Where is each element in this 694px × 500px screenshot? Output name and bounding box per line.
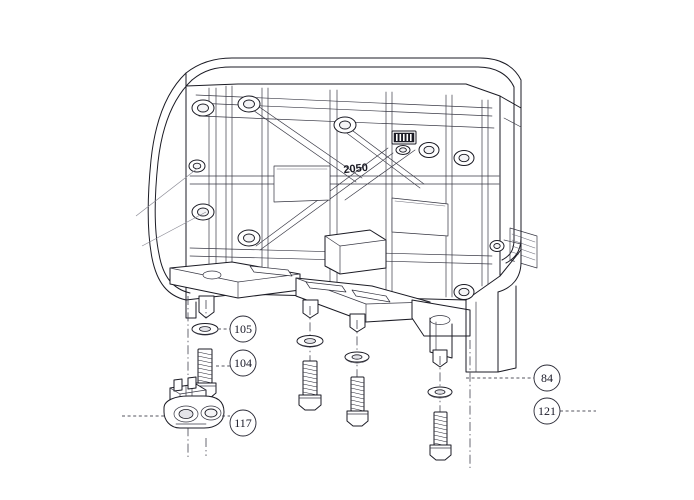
callout-104[interactable]: 104 xyxy=(229,349,257,377)
callout-105-label: 105 xyxy=(234,322,252,336)
molded-part-number: 2050 xyxy=(343,162,369,176)
callout-117[interactable]: 117 xyxy=(229,409,257,437)
washer-center-a xyxy=(296,335,324,348)
washer-right xyxy=(427,386,453,399)
feature-leader-left-b xyxy=(141,211,207,247)
callout-leaders xyxy=(122,328,596,417)
bolt-center-b xyxy=(346,376,369,427)
boss-nodes xyxy=(188,95,505,300)
bolt-center-a xyxy=(298,360,322,411)
mount-bracket-117 xyxy=(163,376,225,429)
side-rib-detail xyxy=(509,227,538,269)
feature-leader-left-a xyxy=(135,167,199,217)
callout-104-label: 104 xyxy=(234,356,252,370)
data-plate-badge xyxy=(391,130,417,155)
mount-flange-left xyxy=(169,261,301,299)
housing-feet xyxy=(185,250,522,373)
callout-121-label: 121 xyxy=(538,404,556,418)
callout-balloons: 105 104 117 84 121 xyxy=(229,315,561,437)
callout-105[interactable]: 105 xyxy=(229,315,257,343)
mount-flange-right xyxy=(411,299,471,337)
callout-84[interactable]: 84 xyxy=(533,364,561,392)
bolt-bosses xyxy=(198,295,448,368)
washer-105 xyxy=(191,323,219,336)
housing-frame: 2050 xyxy=(135,57,538,373)
callout-121[interactable]: 121 xyxy=(533,397,561,425)
washer-center-b xyxy=(344,351,370,364)
bolt-right xyxy=(429,411,452,461)
callout-117-label: 117 xyxy=(234,416,252,430)
callout-84-label: 84 xyxy=(541,371,553,385)
